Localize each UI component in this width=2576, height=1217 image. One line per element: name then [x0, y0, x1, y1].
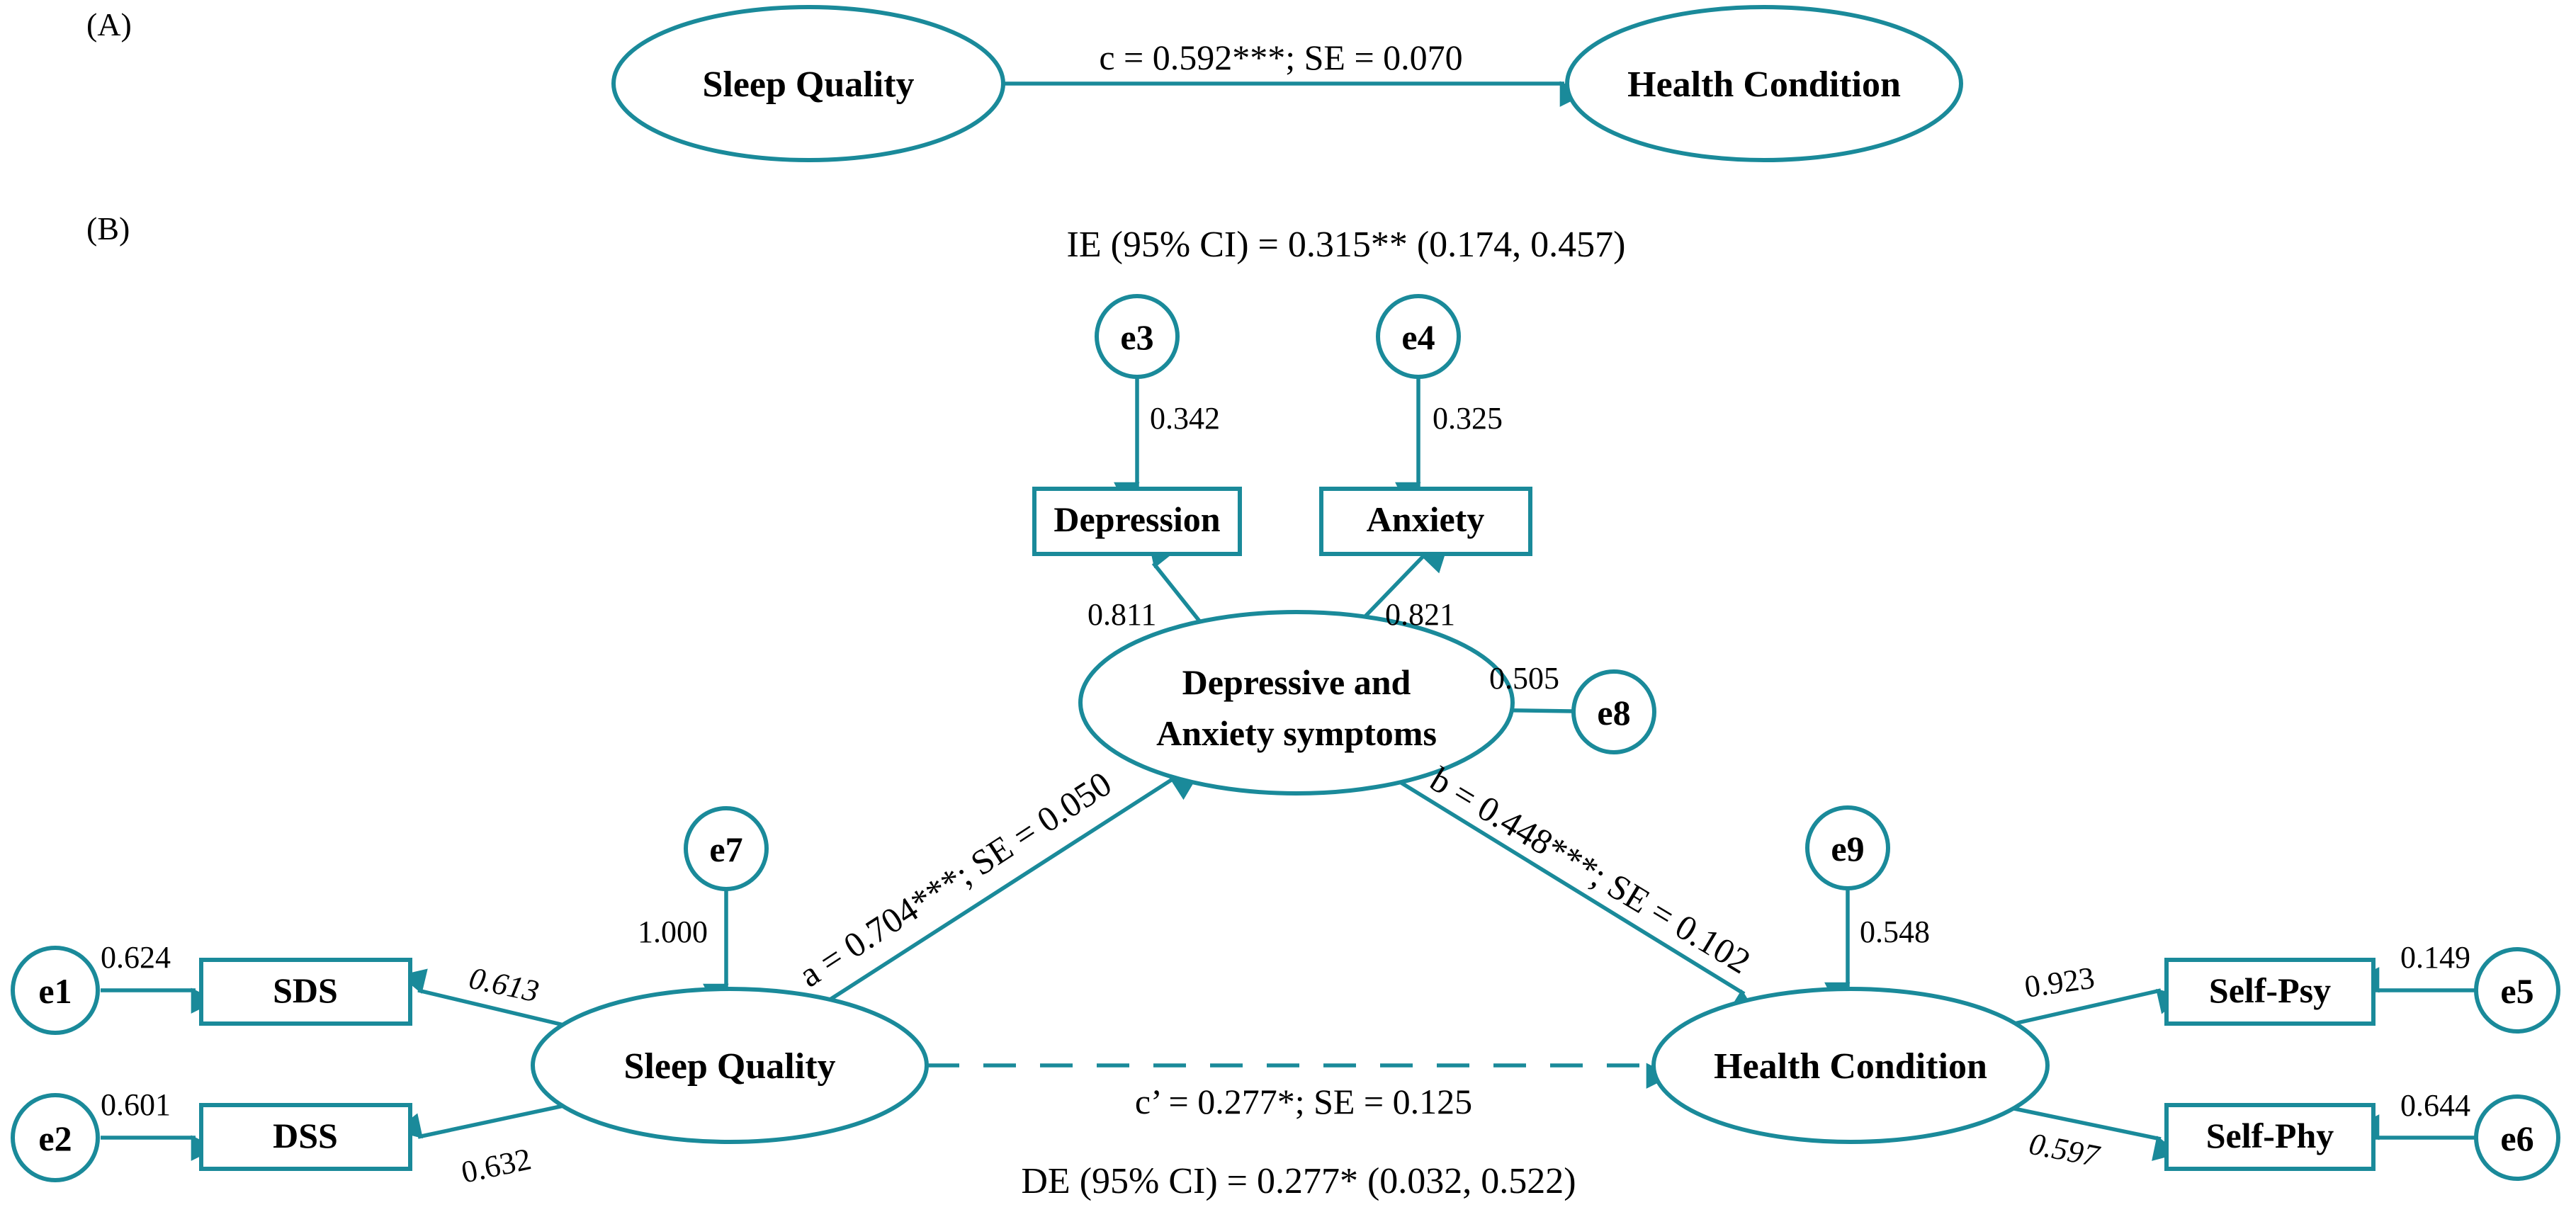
path-b-label: b = 0.448***; SE = 0.102	[1423, 759, 1757, 981]
sds-box	[199, 958, 412, 1026]
path-b-arrow	[1380, 769, 1757, 1014]
depression-label: Depression	[1053, 499, 1220, 539]
direct-effect-label: DE (95% CI) = 0.277* (0.032, 0.522)	[1021, 1161, 1576, 1201]
e8-label: e8	[1597, 693, 1630, 732]
anxiety-label: Anxiety	[1367, 499, 1485, 539]
mediator-label-line2: Anxiety symptoms	[1156, 713, 1437, 753]
dss-label: DSS	[273, 1116, 338, 1155]
self-psy-box	[2164, 958, 2376, 1026]
sleep-quality-label: Sleep Quality	[623, 1046, 835, 1087]
anxiety-box	[1319, 487, 1532, 556]
e6-label: e6	[2500, 1119, 2533, 1158]
e6-selfphy-loading: 0.644	[2400, 1088, 2470, 1123]
health-to-selfpsy-arrow	[2013, 988, 2184, 1026]
sleep-quality-node	[531, 987, 929, 1144]
sleep-sds-loading: 0.613	[466, 961, 542, 1009]
e9-label: e9	[1831, 829, 1864, 868]
panel-a-sleep-quality-label: Sleep Quality	[702, 64, 914, 105]
mediator-node	[1078, 610, 1515, 796]
indirect-effect-label: IE (95% CI) = 0.315** (0.174, 0.457)	[1067, 225, 1626, 265]
e5-circle	[2474, 947, 2560, 1034]
e3-depression-loading: 0.342	[1150, 401, 1220, 436]
e1-circle	[11, 946, 100, 1035]
e5-label: e5	[2500, 971, 2533, 1011]
e1-label: e1	[38, 971, 72, 1011]
panel-b-label: (B)	[86, 210, 130, 247]
panel-a-label: (A)	[86, 6, 132, 43]
sds-label: SDS	[273, 970, 338, 1010]
sleep-dss-loading: 0.632	[458, 1141, 534, 1190]
e5-selfpsy-loading: 0.149	[2400, 940, 2470, 975]
health-selfphy-loading: 0.597	[2026, 1126, 2103, 1174]
e7-circle	[684, 806, 769, 891]
mediator-anxiety-loading: 0.821	[1385, 597, 1455, 632]
e7-label: e7	[709, 830, 742, 869]
self-psy-label: Self-Psy	[2209, 970, 2331, 1010]
e6-circle	[2474, 1094, 2560, 1181]
self-phy-box	[2164, 1103, 2376, 1171]
path-c-prime-label: c’ = 0.277*; SE = 0.125	[1135, 1082, 1472, 1121]
e8-circle	[1571, 669, 1656, 754]
mediator-label-line1: Depressive and	[1182, 662, 1411, 702]
e2-dss-loading: 0.601	[101, 1087, 171, 1122]
e4-circle	[1376, 294, 1461, 379]
panel-a-sleep-quality-node	[611, 5, 1005, 162]
e8-mediator-loading: 0.505	[1489, 661, 1559, 696]
e2-label: e2	[38, 1119, 72, 1158]
e1-sds-loading: 0.624	[101, 940, 171, 975]
self-phy-label: Self-Phy	[2206, 1116, 2334, 1155]
e4-anxiety-loading: 0.325	[1433, 401, 1503, 436]
e3-label: e3	[1120, 317, 1153, 357]
path-c-label: c = 0.592***; SE = 0.070	[1099, 38, 1462, 77]
e4-label: e4	[1401, 317, 1435, 357]
health-to-selfphy-arrow	[2013, 1106, 2180, 1161]
health-condition-label: Health Condition	[1714, 1046, 1987, 1087]
dss-box	[199, 1103, 412, 1171]
e9-health-loading: 0.548	[1860, 915, 1930, 949]
e2-circle	[11, 1093, 100, 1182]
panel-a-health-condition-node	[1565, 5, 1963, 162]
path-a-label: a = 0.704***; SE = 0.050	[791, 764, 1118, 995]
e7-sleep-loading: 1.000	[638, 915, 708, 949]
mediator-depression-loading: 0.811	[1088, 597, 1156, 632]
health-selfpsy-loading: 0.923	[2023, 961, 2097, 1004]
sleep-to-sds-arrow	[400, 968, 567, 1028]
path-a-arrow	[827, 775, 1199, 1002]
depression-box	[1032, 487, 1242, 556]
sleep-to-dss-arrow	[395, 1103, 567, 1139]
e3-circle	[1095, 294, 1180, 379]
health-condition-node	[1651, 987, 2050, 1144]
panel-a-health-condition-label: Health Condition	[1627, 64, 1901, 105]
e9-circle	[1805, 805, 1890, 890]
